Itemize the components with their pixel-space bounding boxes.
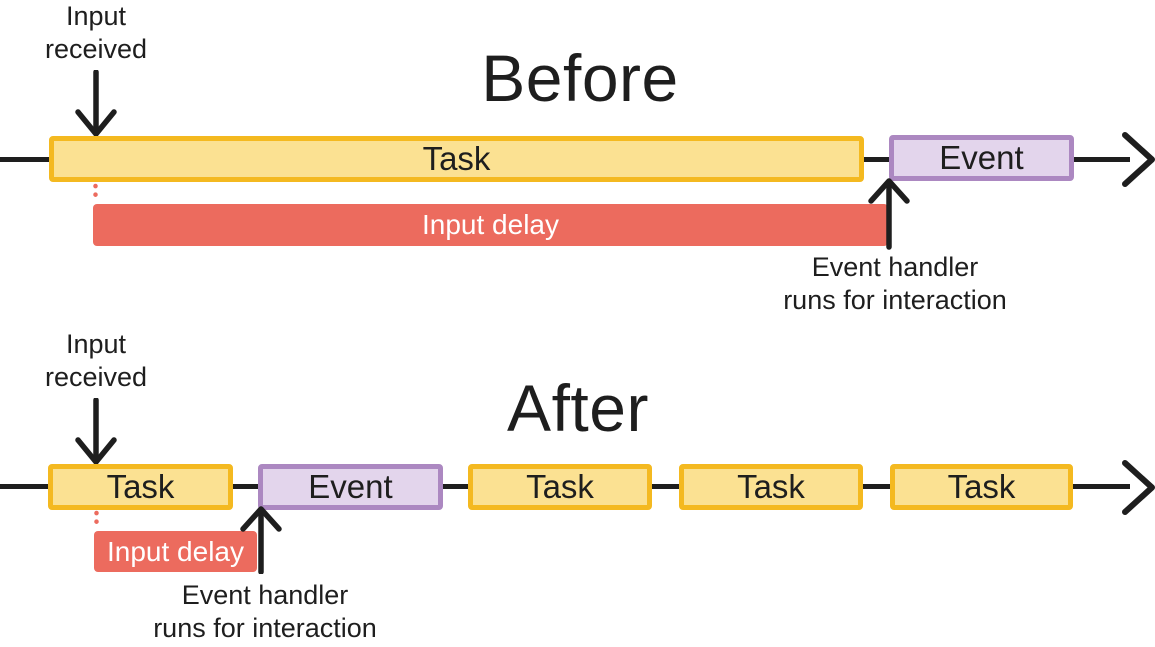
after-title: After [507,371,649,445]
event-box-before: Event [889,135,1074,181]
task-bar-before: Task [49,136,864,182]
event-box-after: Event [258,464,443,510]
input-delay-label-after: Input delay [107,535,244,567]
task-label-after-3: Task [737,468,805,505]
timeline-arrowhead-icon-before [1122,132,1155,187]
event-handler-arrow-icon-before [868,178,910,250]
task-label-after-1: Task [106,468,175,505]
task-label-after-2: Task [526,468,594,505]
task-box-after-2: Task [468,464,652,510]
input-delay-bar-after: Input delay [94,531,257,572]
input-received-arrow-icon-after [75,398,117,465]
event-handler-note-before: Event handler runs for interaction [783,252,1007,315]
timeline-arrowhead-icon-after [1122,460,1155,515]
input-received-arrow-icon-before [75,70,117,137]
event-handler-note-after: Event handler runs for interaction [153,580,377,643]
before-title: Before [481,41,679,115]
event-handler-arrow-icon-after [240,506,282,574]
task-box-after-4: Task [890,464,1073,510]
event-label-after: Event [308,468,393,505]
input-delay-bar-before: Input delay [93,204,888,246]
input-delay-dotted-line-before [93,183,98,205]
task-label-before: Task [422,140,491,177]
input-received-label-after: Input received [44,329,148,392]
task-box-after-1: Task [48,464,233,510]
event-label-before: Event [939,139,1024,176]
task-box-after-3: Task [679,464,863,510]
input-delay-dotted-line-after [94,510,99,532]
input-received-label-before: Input received [44,1,148,64]
input-delay-label-before: Input delay [422,209,559,240]
task-label-after-4: Task [947,468,1016,505]
